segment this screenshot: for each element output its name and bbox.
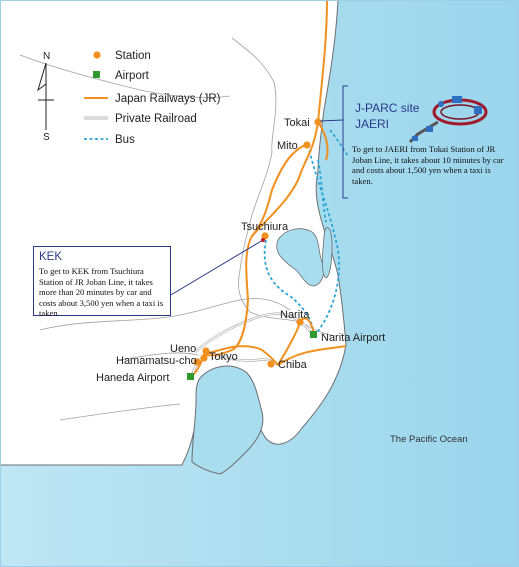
jparc-title-line2: JAERI (355, 117, 389, 131)
kek-callout-box: KEK To get to KEK from Tsuchiura Station… (33, 246, 171, 318)
jparc-leader-line (319, 119, 344, 122)
kasumigaura-lake (276, 228, 324, 287)
compass-north: N (43, 51, 50, 62)
legend: Station Airport Japan Railways (JR) Priv… (84, 50, 221, 146)
label-ueno: Ueno (170, 343, 196, 355)
station-hamamatsucho-marker (193, 358, 201, 366)
compass-arrow-icon (37, 62, 54, 130)
label-mito: Mito (277, 140, 298, 152)
station-tokyo-marker (200, 354, 208, 362)
station-tokai-marker (314, 118, 322, 126)
legend-airport-icon (93, 71, 100, 78)
legend-private-label: Private Railroad (115, 113, 197, 125)
kek-info-text: To get to KEK from Tsuchiura Station of … (39, 266, 164, 318)
label-haneda-airport: Haneda Airport (96, 372, 169, 384)
jparc-info-text: To get to JAERI from Tokai Station of JR… (352, 144, 504, 186)
station-narita-marker (296, 318, 304, 326)
label-tokai: Tokai (284, 117, 310, 129)
label-narita: Narita (280, 309, 310, 321)
label-hamamatsucho: Hamamatsu-cho (116, 355, 197, 367)
kitaura-lake (322, 227, 333, 279)
label-tokyo: Tokyo (209, 351, 238, 363)
station-ueno-marker (202, 347, 210, 355)
station-mito-marker (303, 141, 311, 149)
compass-south: S (43, 132, 50, 143)
jparc-callout: J-PARC site JAERI (319, 85, 488, 199)
airport-haneda-marker (187, 373, 194, 380)
station-tsuchiura-marker (261, 232, 269, 240)
kek-site-marker (261, 238, 265, 242)
jparc-callout-bracket (342, 85, 348, 199)
label-chiba: Chiba (278, 359, 308, 371)
compass-rose: N S (37, 51, 54, 143)
label-tsuchiura: Tsuchiura (241, 221, 289, 233)
jparc-title-line1: J-PARC site (355, 101, 420, 115)
label-pacific-ocean: The Pacific Ocean (390, 434, 468, 445)
label-narita-airport: Narita Airport (321, 332, 385, 344)
legend-airport-label: Airport (115, 70, 150, 82)
kek-leader-line (153, 239, 264, 306)
bus-routes (263, 129, 349, 335)
legend-jr-label: Japan Railways (JR) (115, 93, 221, 105)
prefecture-borders (19, 37, 336, 421)
legend-bus-label: Bus (115, 134, 135, 146)
stations (193, 118, 322, 368)
tokyo-bay (191, 365, 264, 475)
station-chiba-marker (267, 360, 275, 368)
legend-station-icon (93, 51, 101, 59)
kek-title: KEK (39, 251, 63, 263)
jparc-facility-icon (408, 96, 488, 144)
legend-station-label: Station (115, 50, 151, 62)
airport-narita-marker (310, 331, 317, 338)
